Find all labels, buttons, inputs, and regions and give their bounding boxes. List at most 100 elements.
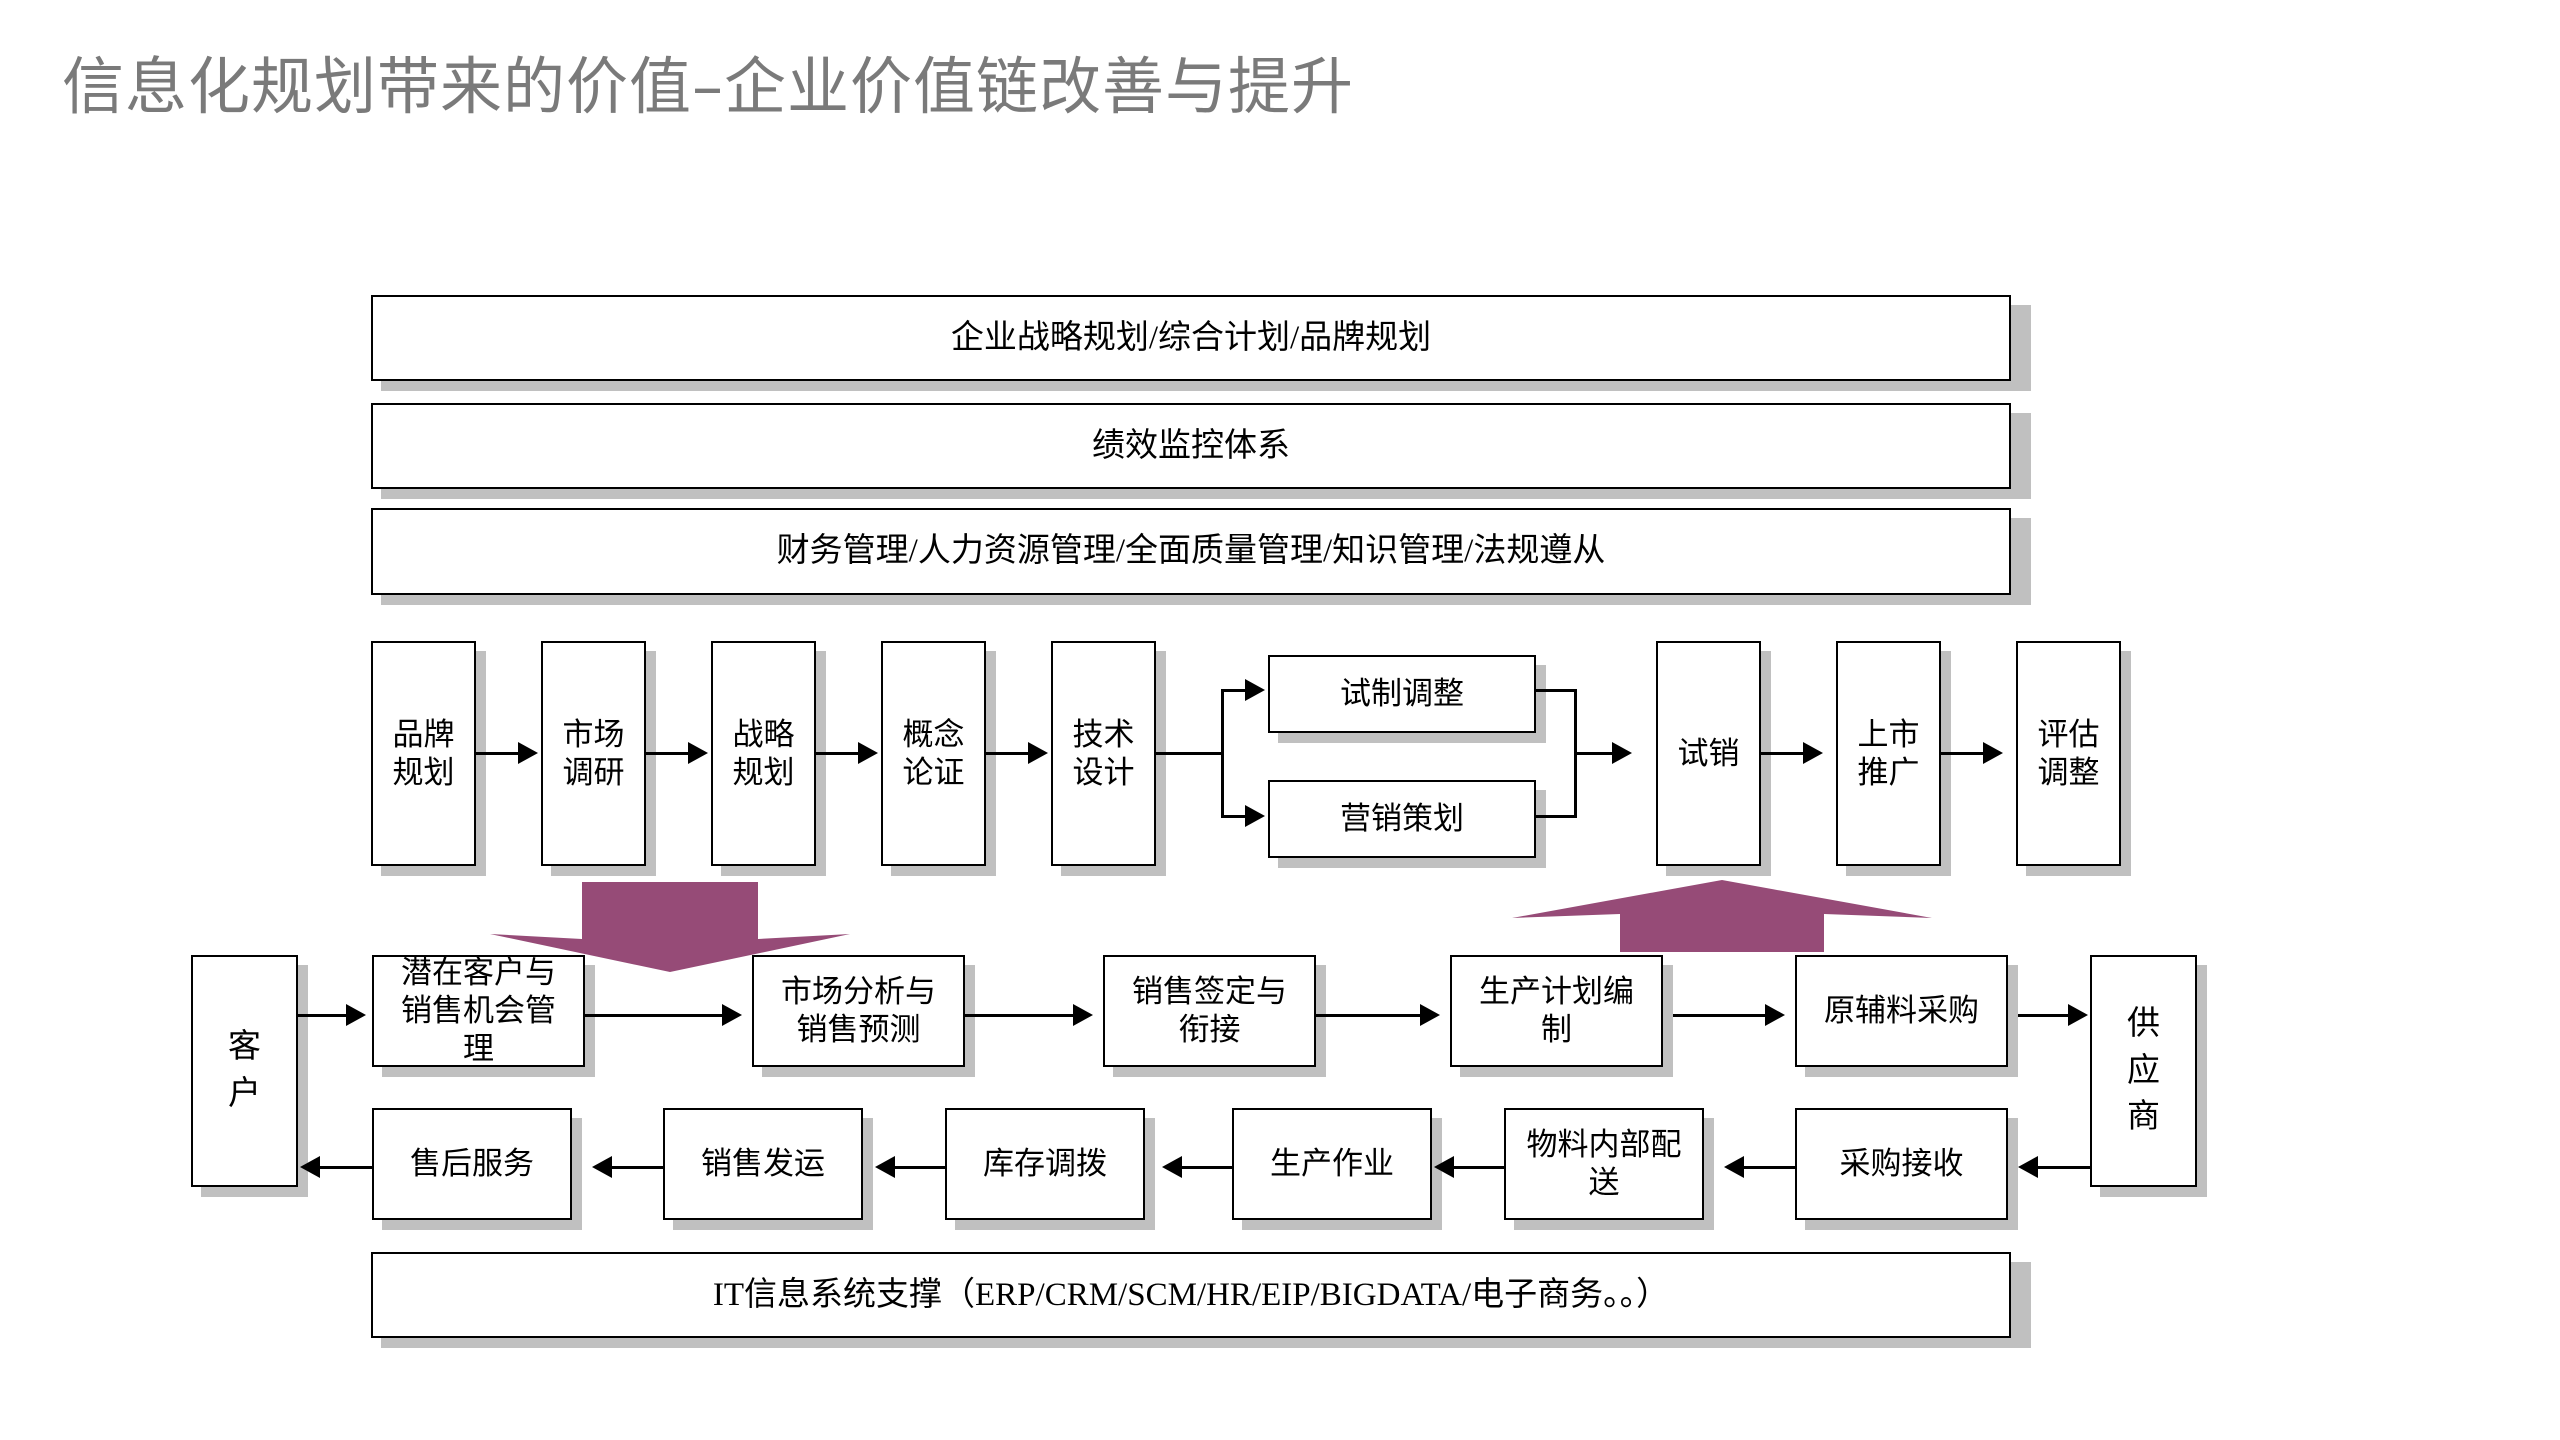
- flow-arrowhead: [1420, 1004, 1440, 1026]
- value-chain-step-after-sales[interactable]: 售后服务: [372, 1108, 572, 1220]
- flow-connector: [585, 1014, 724, 1017]
- flow-connector: [1761, 752, 1805, 755]
- branch-arrowhead: [1245, 679, 1265, 701]
- flow-connector: [965, 1014, 1075, 1017]
- flow-connector: [895, 1166, 945, 1169]
- purple-up-arrow: [1512, 880, 1932, 952]
- process-stage-concept-validation[interactable]: 概念 论证: [881, 641, 986, 866]
- value-chain-step-sales-contract[interactable]: 销售签定与 衔接: [1103, 955, 1316, 1067]
- value-chain-step-production-plan[interactable]: 生产计划编 制: [1450, 955, 1663, 1067]
- support-band-label: 财务管理/人力资源管理/全面质量管理/知识管理/法规遵从: [776, 533, 1606, 570]
- branch-arrowhead: [1245, 805, 1265, 827]
- flow-arrowhead: [518, 742, 538, 764]
- support-band-management[interactable]: 财务管理/人力资源管理/全面质量管理/知识管理/法规遵从: [371, 508, 2011, 595]
- flow-arrowhead: [875, 1156, 895, 1178]
- value-chain-step-label: 售后服务: [410, 1146, 534, 1182]
- branch-connector: [1221, 689, 1247, 692]
- merge-connector: [1574, 752, 1614, 755]
- process-stage-label: 战略 规划: [732, 716, 795, 790]
- flow-connector: [646, 752, 690, 755]
- flow-connector: [2018, 1014, 2070, 1017]
- value-chain-endpoint-label: 客 户: [228, 1029, 261, 1112]
- process-stage-technical-design[interactable]: 技术 设计: [1051, 641, 1156, 866]
- flow-arrowhead: [1724, 1156, 1744, 1178]
- flow-arrowhead: [300, 1156, 320, 1178]
- merge-connector: [1536, 815, 1577, 818]
- branch-connector: [1221, 690, 1224, 818]
- value-chain-step-label: 销售发运: [701, 1146, 825, 1182]
- it-foundation-band[interactable]: IT信息系统支撑（ERP/CRM/SCM/HR/EIP/BIGDATA/电子商务…: [371, 1252, 2011, 1338]
- process-stage-label: 概念 论证: [902, 716, 965, 790]
- process-stage-brand-planning[interactable]: 品牌 规划: [371, 641, 476, 866]
- flow-connector: [1941, 752, 1985, 755]
- value-chain-step-label: 库存调拨: [983, 1146, 1107, 1182]
- page-title: 信息化规划带来的价值–企业价值链改善与提升: [62, 50, 1355, 123]
- process-branch-trial-production[interactable]: 试制调整: [1268, 655, 1536, 733]
- flow-arrowhead: [2018, 1156, 2038, 1178]
- flow-connector: [816, 752, 860, 755]
- flow-connector: [298, 1014, 348, 1017]
- flow-arrowhead: [1434, 1156, 1454, 1178]
- value-chain-step-label: 采购接收: [1839, 1146, 1964, 1182]
- flow-connector: [1182, 1166, 1232, 1169]
- process-branch-label: 试制调整: [1340, 676, 1464, 712]
- value-chain-step-material-distribution[interactable]: 物料内部配 送: [1504, 1108, 1704, 1220]
- support-band-label: 企业战略规划/综合计划/品牌规划: [950, 319, 1432, 356]
- process-stage-label: 品牌 规划: [392, 716, 455, 790]
- flow-arrowhead: [1162, 1156, 1182, 1178]
- value-chain-step-label: 销售签定与 衔接: [1132, 974, 1287, 1047]
- value-chain-step-label: 生产计划编 制: [1479, 974, 1634, 1047]
- value-chain-step-label: 物料内部配 送: [1526, 1127, 1682, 1200]
- branch-connector: [1221, 815, 1247, 818]
- process-stage-strategy-planning[interactable]: 战略 规划: [711, 641, 816, 866]
- process-stage-label: 上市 推广: [1857, 716, 1920, 790]
- process-branch-label: 营销策划: [1340, 801, 1464, 837]
- flow-connector: [1673, 1014, 1767, 1017]
- process-stage-label: 市场 调研: [562, 716, 625, 790]
- process-stage-market-research[interactable]: 市场 调研: [541, 641, 646, 866]
- flow-arrowhead: [2068, 1004, 2088, 1026]
- flow-arrowhead: [592, 1156, 612, 1178]
- flow-connector: [986, 752, 1030, 755]
- value-chain-step-lead-management[interactable]: 潜在客户与 销售机会管 理: [372, 955, 585, 1067]
- value-chain-step-purchase-receiving[interactable]: 采购接收: [1795, 1108, 2008, 1220]
- value-chain-step-label: 生产作业: [1270, 1146, 1394, 1182]
- value-chain-step-sales-shipping[interactable]: 销售发运: [663, 1108, 863, 1220]
- flow-arrowhead: [1028, 742, 1048, 764]
- flow-arrowhead: [1983, 742, 2003, 764]
- merge-arrowhead: [1612, 742, 1632, 764]
- branch-connector: [1156, 752, 1224, 755]
- value-chain-customer[interactable]: 客 户: [191, 955, 298, 1187]
- flow-connector: [1316, 1014, 1422, 1017]
- it-foundation-label: IT信息系统支撑（ERP/CRM/SCM/HR/EIP/BIGDATA/电子商务…: [712, 1276, 1670, 1313]
- value-chain-step-market-analysis[interactable]: 市场分析与 销售预测: [752, 955, 965, 1067]
- flow-connector: [320, 1166, 372, 1169]
- value-chain-step-label: 市场分析与 销售预测: [781, 974, 936, 1047]
- process-stage-label: 评估 调整: [2037, 716, 2100, 790]
- value-chain-endpoint-label: 供 应 商: [2127, 1005, 2160, 1136]
- flow-connector: [476, 752, 520, 755]
- process-stage-label: 技术 设计: [1072, 716, 1135, 790]
- purple-down-arrow: [490, 882, 850, 972]
- support-band-label: 绩效监控体系: [1092, 427, 1290, 464]
- support-band-performance[interactable]: 绩效监控体系: [371, 403, 2011, 489]
- flow-arrowhead: [1765, 1004, 1785, 1026]
- flow-connector: [612, 1166, 663, 1169]
- value-chain-step-label: 原辅料采购: [1824, 993, 1979, 1029]
- process-stage-evaluation-adjustment[interactable]: 评估 调整: [2016, 641, 2121, 866]
- flow-connector: [1744, 1166, 1795, 1169]
- process-stage-test-selling[interactable]: 试销: [1656, 641, 1761, 866]
- support-band-strategy[interactable]: 企业战略规划/综合计划/品牌规划: [371, 295, 2011, 381]
- flow-connector: [2038, 1166, 2090, 1169]
- value-chain-step-inventory-transfer[interactable]: 库存调拨: [945, 1108, 1145, 1220]
- flow-arrowhead: [688, 742, 708, 764]
- value-chain-step-production-operation[interactable]: 生产作业: [1232, 1108, 1432, 1220]
- value-chain-supplier[interactable]: 供 应 商: [2090, 955, 2197, 1187]
- flow-arrowhead: [346, 1004, 366, 1026]
- process-stage-market-launch[interactable]: 上市 推广: [1836, 641, 1941, 866]
- process-branch-marketing-planning[interactable]: 营销策划: [1268, 780, 1536, 858]
- value-chain-step-material-procurement[interactable]: 原辅料采购: [1795, 955, 2008, 1067]
- flow-connector: [1454, 1166, 1504, 1169]
- process-stage-label: 试销: [1677, 735, 1740, 771]
